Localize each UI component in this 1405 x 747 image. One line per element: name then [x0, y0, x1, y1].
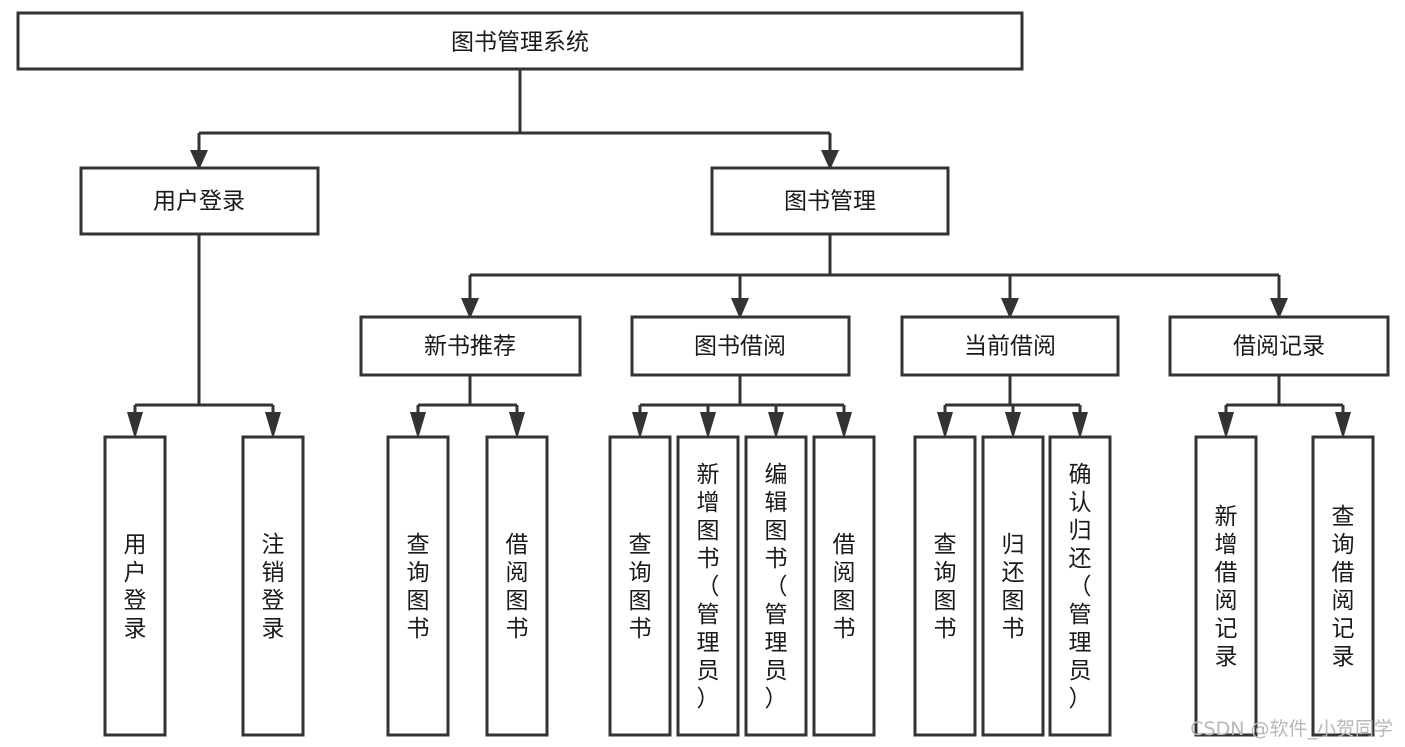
- leaf-confirm-return-box[interactable]: [1048, 435, 1112, 737]
- node-user-login-label: 用户登录: [153, 189, 245, 215]
- arrow-to-leaf-query-borrow-record: [1335, 412, 1351, 439]
- leaf-query-book-rec-box[interactable]: [386, 435, 450, 737]
- leaf-query-book-rec-label: 查询图书: [407, 532, 430, 642]
- node-current-borrow-label: 当前借阅: [964, 334, 1056, 360]
- leaf-user-login-label: 用户登录: [124, 532, 147, 642]
- node-new-book-recommend[interactable]: 新书推荐: [359, 315, 582, 377]
- node-root-label: 图书管理系统: [451, 30, 589, 56]
- node-borrow-record[interactable]: 借阅记录: [1168, 315, 1390, 377]
- arrow-to-leaf-add-borrow-record: [1218, 412, 1234, 439]
- leaf-user-login-box[interactable]: [103, 435, 167, 737]
- leaf-add-borrow-record-label: 新增借阅记录: [1215, 504, 1238, 670]
- arrow-to-current-borrow: [1001, 298, 1019, 319]
- arrow-to-leaf-user-login: [127, 412, 143, 439]
- leaf-user-logout-label: 注销登录: [262, 532, 285, 642]
- leaf-edit-book-box[interactable]: [744, 435, 808, 737]
- leaf-confirm-return-label: 确认归还（管理员）: [1069, 462, 1092, 712]
- node-user-login-box[interactable]: [79, 166, 320, 236]
- leaf-add-book-box[interactable]: [676, 435, 740, 737]
- leaf-query-book-current[interactable]: 查询图书: [913, 435, 977, 737]
- arrow-to-leaf-return-book: [1005, 412, 1021, 439]
- leaf-add-book-label: 新增图书（管理员）: [697, 462, 720, 712]
- leaf-borrow-book-label: 借阅图书: [833, 532, 856, 642]
- node-current-borrow-box[interactable]: [900, 315, 1120, 377]
- node-book-borrow-label: 图书借阅: [694, 334, 786, 360]
- leaf-query-book-current-box[interactable]: [913, 435, 977, 737]
- leaf-query-book-borrow-label: 查询图书: [629, 532, 652, 642]
- node-current-borrow[interactable]: 当前借阅: [900, 315, 1120, 377]
- arrow-to-borrow-record: [1270, 298, 1288, 319]
- leaf-borrow-book-rec[interactable]: 借阅图书: [485, 435, 549, 737]
- leaf-user-login[interactable]: 用户登录: [103, 435, 167, 737]
- leaf-edit-book-label: 编辑图书（管理员）: [765, 462, 788, 712]
- arrow-to-leaf-user-logout: [265, 412, 281, 439]
- node-book-management[interactable]: 图书管理: [710, 166, 950, 236]
- leaf-query-borrow-record-box[interactable]: [1311, 435, 1375, 737]
- leaf-query-borrow-record-label: 查询借阅记录: [1332, 504, 1355, 670]
- arrow-to-leaf-borrow-book-rec: [509, 412, 525, 439]
- leaf-query-book-current-label: 查询图书: [934, 532, 957, 642]
- leaf-borrow-book[interactable]: 借阅图书: [812, 435, 876, 737]
- arrow-to-book-borrow: [731, 298, 749, 319]
- node-root[interactable]: 图书管理系统: [16, 11, 1024, 71]
- leaf-user-logout-box[interactable]: [241, 435, 305, 737]
- node-book-borrow-box[interactable]: [630, 315, 851, 377]
- node-book-management-box[interactable]: [710, 166, 950, 236]
- leaf-query-book-rec[interactable]: 查询图书: [386, 435, 450, 737]
- arrow-to-leaf-query-book-rec: [410, 412, 426, 439]
- leaf-add-book[interactable]: 新增图书（管理员）: [676, 435, 740, 737]
- leaf-borrow-book-box[interactable]: [812, 435, 876, 737]
- leaf-query-book-borrow[interactable]: 查询图书: [608, 435, 672, 737]
- node-new-book-recommend-label: 新书推荐: [424, 334, 516, 360]
- arrow-to-new-book-recommend: [461, 298, 479, 319]
- node-new-book-recommend-box[interactable]: [359, 315, 582, 377]
- node-borrow-record-box[interactable]: [1168, 315, 1390, 377]
- leaf-edit-book[interactable]: 编辑图书（管理员）: [744, 435, 808, 737]
- arrow-to-leaf-edit-book: [768, 412, 784, 439]
- arrow-to-leaf-add-book: [700, 412, 716, 439]
- node-book-management-label: 图书管理: [784, 189, 876, 215]
- leaf-borrow-book-rec-label: 借阅图书: [506, 532, 529, 642]
- leaf-user-logout[interactable]: 注销登录: [241, 435, 305, 737]
- arrow-to-book-management: [821, 150, 839, 170]
- node-user-login[interactable]: 用户登录: [79, 166, 320, 236]
- node-book-borrow[interactable]: 图书借阅: [630, 315, 851, 377]
- arrow-to-user-login: [190, 150, 208, 170]
- leaf-borrow-book-rec-box[interactable]: [485, 435, 549, 737]
- leaf-add-borrow-record-box[interactable]: [1194, 435, 1258, 737]
- leaf-add-borrow-record[interactable]: 新增借阅记录: [1194, 435, 1258, 737]
- leaf-query-book-borrow-box[interactable]: [608, 435, 672, 737]
- arrow-to-leaf-borrow-book: [836, 412, 852, 439]
- arrowhead-layer: [127, 150, 1351, 439]
- node-borrow-record-label: 借阅记录: [1233, 334, 1325, 360]
- leaf-return-book-label: 归还图书: [1002, 532, 1025, 642]
- leaf-confirm-return[interactable]: 确认归还（管理员）: [1048, 435, 1112, 737]
- leaf-query-borrow-record[interactable]: 查询借阅记录: [1311, 435, 1375, 737]
- leaf-return-book-box[interactable]: [981, 435, 1045, 737]
- arrow-to-leaf-query-book-borrow: [632, 412, 648, 439]
- leaf-return-book[interactable]: 归还图书: [981, 435, 1045, 737]
- arrow-to-leaf-confirm-return: [1072, 412, 1088, 439]
- arrow-to-leaf-query-book-current: [937, 412, 953, 439]
- node-root-box[interactable]: [16, 11, 1024, 71]
